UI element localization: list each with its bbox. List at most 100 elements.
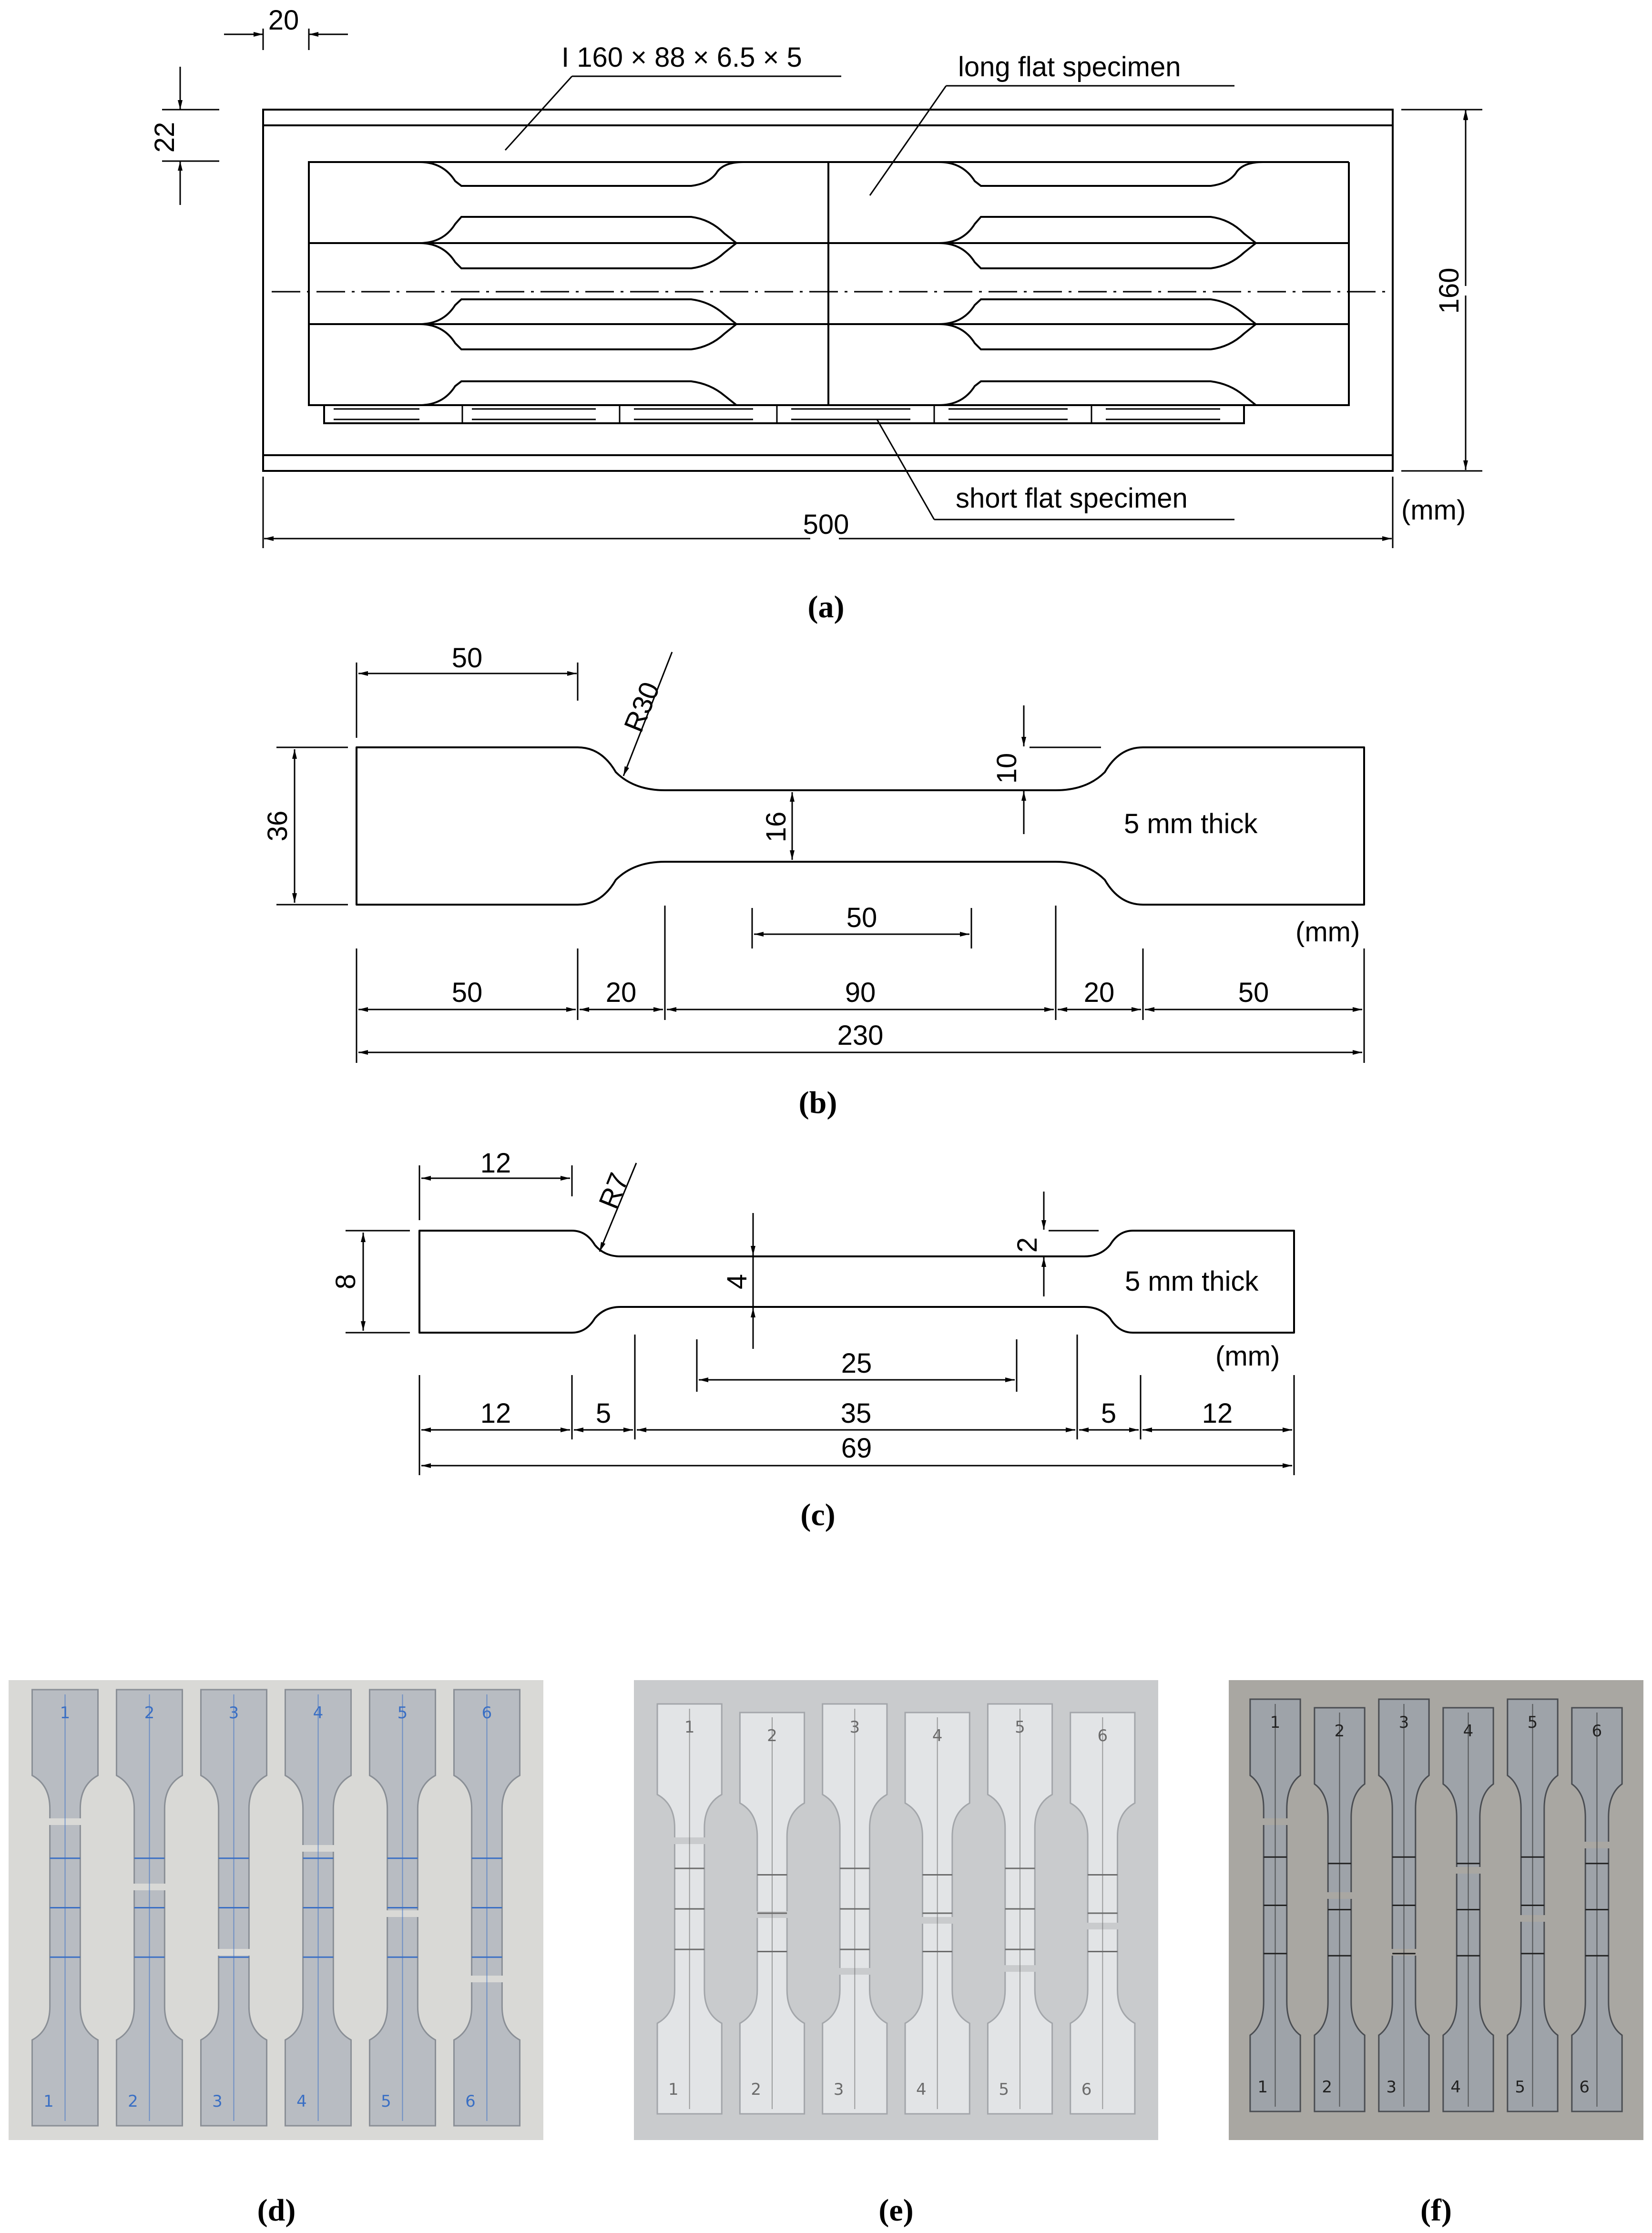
- specimen-e-2: 22: [739, 1712, 806, 2115]
- caption-d: (d): [257, 2193, 296, 2228]
- profile-label: I 160 × 88 × 6.5 × 5: [561, 42, 802, 73]
- thickness-b: 5 mm thick: [1124, 808, 1258, 839]
- panel-b-drawing: 50 R30 36 10 16 5 mm thick 50 (mm) 50 20…: [262, 642, 1365, 1120]
- specimen-d-5-top-label: 5: [398, 1703, 408, 1723]
- dim-b-top-grip: 50: [452, 642, 483, 673]
- specimen-e-1: 11: [656, 1703, 723, 2115]
- specimen-d-4-top-label: 4: [313, 1703, 324, 1723]
- dim-a-20: 20: [268, 5, 299, 36]
- specimen-e-1-bottom-label: 1: [668, 2080, 679, 2099]
- specimen-f-2-top-label: 2: [1335, 1722, 1345, 1741]
- caption-f: (f): [1420, 2193, 1452, 2228]
- unit-c: (mm): [1215, 1341, 1280, 1372]
- technical-drawings: 20 22 160 500 I 160 × 88 × 6.5 × 5 long …: [149, 5, 1482, 1532]
- specimen-d-2: 22: [115, 1689, 184, 2127]
- caption-c: (c): [800, 1498, 835, 1532]
- dim-c-gauge: 25: [841, 1348, 872, 1379]
- dim-c-top-grip: 12: [480, 1148, 511, 1179]
- caption-e: (e): [878, 2193, 914, 2228]
- specimen-d-2-bottom-label: 2: [128, 2092, 138, 2111]
- panel-c-drawing: 12 R7 8 2 4 5 mm thick 25 (mm) 12 5 35 5…: [330, 1148, 1295, 1532]
- caption-a: (a): [808, 590, 845, 624]
- specimen-d-3: 33: [200, 1689, 268, 2127]
- total-b: 230: [837, 1020, 884, 1051]
- specimen-f-2: 22: [1314, 1707, 1366, 2112]
- short-leader: [876, 419, 935, 520]
- specimen-d-2-top-label: 2: [144, 1703, 155, 1723]
- specimen-e-5: 55: [987, 1703, 1053, 2115]
- unit-b: (mm): [1295, 917, 1360, 948]
- specimen-f-2-bottom-label: 2: [1322, 2078, 1332, 2097]
- caption-b: (b): [799, 1085, 837, 1120]
- specimen-e-2-bottom-label: 2: [751, 2080, 761, 2099]
- specimen-d-3-bottom-label: 3: [212, 2092, 223, 2111]
- specimen-f-5-bottom-label: 5: [1515, 2078, 1525, 2097]
- specimen-e-5-top-label: 5: [1015, 1718, 1025, 1737]
- seg-b-trans-right: 20: [1084, 977, 1115, 1008]
- specimen-f-1: 11: [1249, 1698, 1301, 2112]
- short-specimen-label: short flat specimen: [956, 483, 1188, 514]
- dim-c-width: 8: [330, 1274, 361, 1289]
- specimen-f-4: 44: [1442, 1707, 1494, 2112]
- specimen-f-1-bottom-label: 1: [1257, 2078, 1268, 2097]
- seg-b-grip-left: 50: [452, 977, 483, 1008]
- specimen-f-6-bottom-label: 6: [1579, 2078, 1590, 2097]
- specimen-e-4-top-label: 4: [932, 1726, 943, 1745]
- specimen-e-4: 44: [904, 1712, 970, 2115]
- specimen-d-1: 11: [31, 1689, 99, 2127]
- specimen-e-3: 33: [822, 1703, 888, 2115]
- specimen-d-4: 44: [284, 1689, 352, 2127]
- specimen-f-6-top-label: 6: [1592, 1722, 1602, 1741]
- specimen-d-5: 55: [368, 1689, 437, 2127]
- beam-outline: [262, 109, 1394, 472]
- specimen-e-1-top-label: 1: [684, 1718, 695, 1737]
- seg-c-grip-left: 12: [480, 1398, 511, 1429]
- specimen-e-5-bottom-label: 5: [999, 2080, 1009, 2099]
- specimen-d-6-bottom-label: 6: [465, 2092, 476, 2111]
- specimen-d-1-bottom-label: 1: [43, 2092, 54, 2111]
- specimen-f-6: 66: [1571, 1707, 1623, 2112]
- seg-c-trans-left: 5: [596, 1398, 611, 1429]
- long-specimens: [309, 161, 1264, 406]
- specimen-d-6: 66: [453, 1689, 521, 2127]
- dim-b-width: 36: [262, 811, 293, 842]
- dim-c-radius: R7: [593, 1169, 635, 1213]
- specimen-f-5-top-label: 5: [1528, 1713, 1538, 1732]
- dim-b-step: 10: [991, 753, 1022, 784]
- dim-a-160: 160: [1434, 268, 1465, 314]
- specimen-f-3: 33: [1378, 1698, 1430, 2112]
- panel-a-drawing: 20 22 160 500 I 160 × 88 × 6.5 × 5 long …: [149, 5, 1482, 624]
- long-specimen-label: long flat specimen: [958, 51, 1181, 82]
- dim-b-radius: R30: [618, 678, 666, 736]
- specimen-f-4-top-label: 4: [1463, 1722, 1474, 1741]
- specimen-e-6-top-label: 6: [1098, 1726, 1108, 1745]
- unit-a: (mm): [1401, 495, 1466, 526]
- specimen-e-6-bottom-label: 6: [1081, 2080, 1092, 2099]
- dim-b-neck: 16: [761, 812, 792, 843]
- short-specimens-strip: [323, 404, 1245, 424]
- specimen-f-5: 55: [1507, 1698, 1559, 2112]
- specimen-d-5-bottom-label: 5: [381, 2092, 391, 2111]
- specimen-e-3-top-label: 3: [850, 1718, 860, 1737]
- specimen-e-2-top-label: 2: [767, 1726, 777, 1745]
- specimen-f-3-bottom-label: 3: [1386, 2078, 1397, 2097]
- seg-c-grip-right: 12: [1202, 1398, 1233, 1429]
- seg-b-mid: 90: [845, 977, 876, 1008]
- seg-c-trans-right: 5: [1101, 1398, 1116, 1429]
- dim-b-gauge: 50: [846, 902, 877, 933]
- dim-a-22: 22: [149, 122, 180, 153]
- seg-b-trans-left: 20: [606, 977, 637, 1008]
- seg-c-mid: 35: [841, 1398, 872, 1429]
- specimen-d-1-top-label: 1: [60, 1703, 71, 1723]
- specimen-e-4-bottom-label: 4: [916, 2080, 927, 2099]
- specimen-f-4-bottom-label: 4: [1450, 2078, 1461, 2097]
- seg-b-grip-right: 50: [1238, 977, 1269, 1008]
- specimen-e-6: 66: [1070, 1712, 1136, 2115]
- long-leader: [869, 85, 947, 196]
